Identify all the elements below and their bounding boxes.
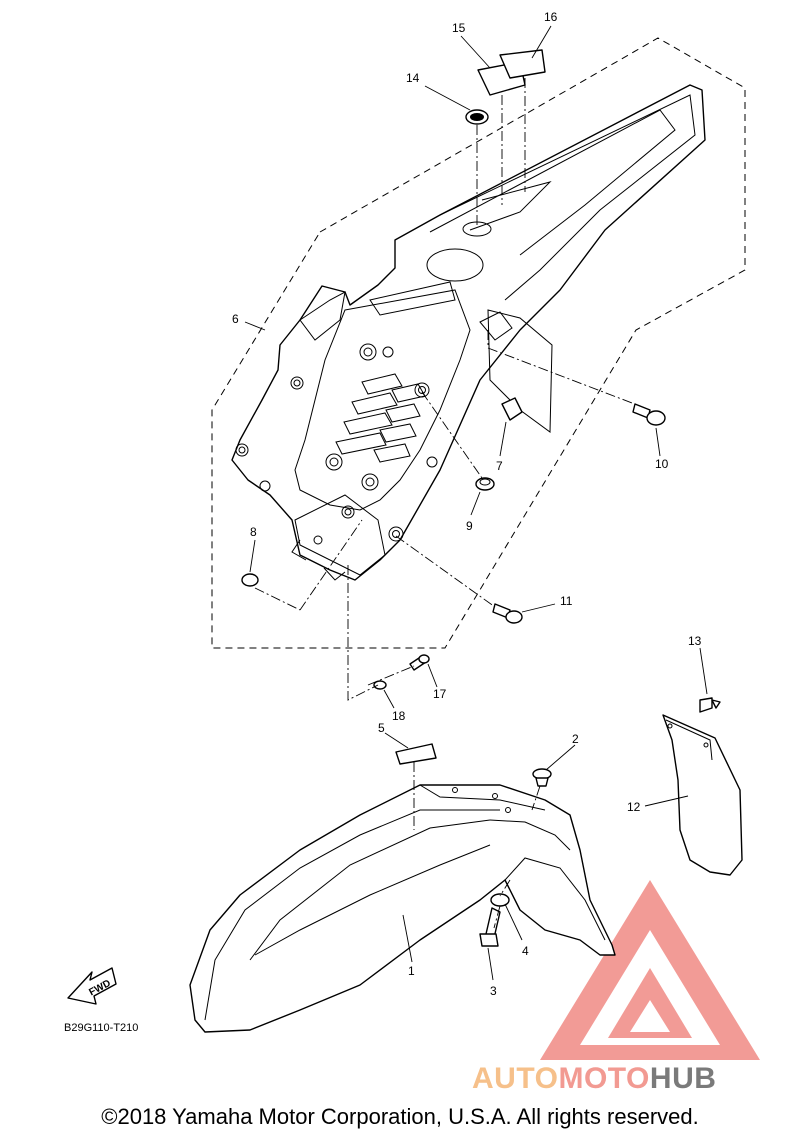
grommet-part-2 <box>532 768 552 787</box>
callout-13: 13 <box>688 634 702 648</box>
nut-part-7 <box>501 397 523 421</box>
callout-17: 17 <box>433 687 447 701</box>
decal-part-16 <box>499 49 546 79</box>
callout-8: 8 <box>250 525 257 539</box>
callout-11: 11 <box>560 594 573 608</box>
watermark-text: AUTOMOTOHUB <box>472 1062 716 1095</box>
callout-10: 10 <box>655 457 669 471</box>
bolt-part-3 <box>479 907 501 947</box>
fwd-arrow-icon: FWD <box>67 967 117 1005</box>
callout-numbers: 15 16 14 6 7 9 10 8 11 13 17 18 5 2 12 1… <box>232 10 702 998</box>
callout-2: 2 <box>572 732 579 746</box>
callout-16: 16 <box>544 10 558 24</box>
callout-14: 14 <box>406 71 420 85</box>
decal-part-5 <box>395 743 437 765</box>
parts-diagram: 15 16 14 6 7 9 10 8 11 13 17 18 5 2 12 1… <box>64 10 760 1095</box>
bolt-part-10 <box>632 403 666 426</box>
callout-leaders <box>244 25 708 981</box>
mud-flap-part-12 <box>662 714 743 876</box>
callout-3: 3 <box>490 984 497 998</box>
callout-5: 5 <box>378 721 385 735</box>
callout-18: 18 <box>392 709 406 723</box>
watermark-auto: AUTO <box>472 1062 558 1095</box>
grommet-part-14 <box>465 109 489 125</box>
watermark-hub: HUB <box>650 1062 717 1095</box>
washer-part-18 <box>373 680 387 690</box>
rear-fender <box>231 84 706 581</box>
front-fender <box>189 784 616 1033</box>
callout-7: 7 <box>496 459 503 473</box>
callout-12: 12 <box>627 800 641 814</box>
callout-15: 15 <box>452 21 466 35</box>
bolt-part-11 <box>492 603 523 624</box>
watermark-logo <box>540 880 760 1060</box>
collar-part-9 <box>475 477 495 491</box>
collar-part-8 <box>241 573 259 587</box>
diagram-code: B29G110-T210 <box>64 1022 138 1034</box>
assembly-lines <box>254 78 641 929</box>
watermark-moto: MOTO <box>558 1062 649 1095</box>
screw-part-13 <box>699 697 721 713</box>
callout-6: 6 <box>232 312 239 326</box>
callout-4: 4 <box>522 944 529 958</box>
rear-fender-assembly-boundary <box>211 37 746 649</box>
callout-9: 9 <box>466 519 473 533</box>
screw-part-17 <box>409 654 430 671</box>
callout-1: 1 <box>408 964 415 978</box>
copyright-notice: ©2018 Yamaha Motor Corporation, U.S.A. A… <box>101 1104 699 1129</box>
